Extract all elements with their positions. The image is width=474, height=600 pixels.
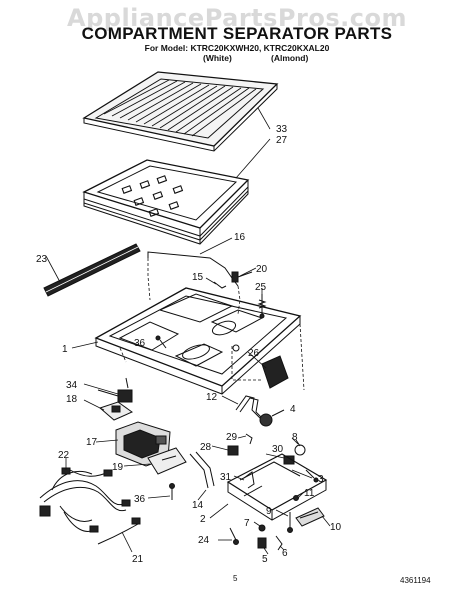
part-33-grille-cover	[82, 71, 279, 152]
part-19-cover-plate	[147, 447, 187, 475]
callout-36-upper: 36	[134, 338, 146, 349]
callout-9: 9	[266, 506, 272, 517]
callout-8: 8	[292, 432, 298, 443]
watermark: AppliancePartsPros.com	[67, 4, 407, 32]
part-10-light-shield	[295, 507, 325, 527]
part-29-clip	[245, 433, 253, 445]
callout-14: 14	[192, 500, 204, 511]
callout-6: 6	[282, 548, 288, 559]
part-12-bracket	[235, 395, 267, 423]
part-2-base-tray	[226, 453, 328, 521]
part-34-knob	[97, 377, 133, 403]
document-number: 4361194	[400, 576, 431, 585]
callout-20: 20	[256, 264, 268, 275]
page-title: COMPARTMENT SEPARATOR PARTS	[81, 24, 393, 43]
callout-12: 12	[206, 392, 218, 403]
callout-30: 30	[272, 444, 284, 455]
part-36-screw-lower	[169, 483, 175, 500]
callout-15: 15	[192, 272, 204, 283]
callout-11: 11	[304, 488, 315, 499]
callout-24: 24	[198, 535, 210, 546]
part-18-bracket	[99, 401, 134, 421]
part-14-bracket	[189, 451, 215, 489]
part-1-separator-pan	[94, 287, 302, 395]
part-15-clip	[213, 281, 227, 289]
callout-5: 5	[262, 554, 268, 565]
part-9-screw	[287, 512, 293, 533]
part-26-damper	[261, 355, 289, 389]
callout-28: 28	[200, 442, 212, 453]
part-6-terminal	[275, 535, 283, 551]
part-8-lamp	[294, 439, 306, 456]
part-27-separator-frame	[82, 159, 250, 245]
part-21-wire-lead	[97, 517, 141, 545]
callout-23: 23	[36, 254, 48, 265]
color-white-label: (White)	[203, 53, 232, 63]
part-22-wire-harness	[39, 467, 131, 533]
callout-10: 10	[330, 522, 342, 533]
part-23-gasket-strip	[43, 243, 141, 297]
callout-27: 27	[276, 135, 288, 146]
callout-36-lower: 36	[134, 494, 146, 505]
callout-22: 22	[58, 450, 70, 461]
callout-18: 18	[66, 394, 78, 405]
part-4-bulb	[259, 409, 285, 427]
callout-29: 29	[226, 432, 238, 443]
callout-21: 21	[132, 554, 144, 565]
callout-4: 4	[290, 404, 296, 415]
model-line: For Model: KTRC20KXWH20, KTRC20KXAL20	[144, 43, 330, 53]
callout-19: 19	[112, 462, 124, 473]
callout-1: 1	[62, 344, 68, 355]
callout-17: 17	[86, 437, 98, 448]
callout-31: 31	[220, 472, 232, 483]
part-28-socket	[227, 445, 239, 456]
part-5-connector	[257, 537, 267, 549]
color-almond-label: (Almond)	[271, 53, 309, 63]
callout-16: 16	[234, 232, 246, 243]
callout-33: 33	[276, 124, 288, 135]
part-24-screw	[229, 527, 239, 545]
part-36-screw-upper	[155, 335, 167, 349]
callout-2: 2	[200, 514, 206, 525]
callout-25: 25	[255, 282, 267, 293]
part-25-screw	[257, 294, 267, 319]
callout-3: 3	[318, 474, 324, 485]
part-31-cord-clip	[243, 471, 263, 497]
page-number: 5	[233, 574, 238, 583]
part-30-switch	[283, 455, 295, 465]
callout-34: 34	[66, 380, 78, 391]
callout-7: 7	[244, 518, 250, 529]
part-3-screw	[305, 469, 319, 483]
part-11-fastener	[293, 495, 299, 501]
part-20-thermostat-bulb	[231, 271, 253, 283]
callout-26: 26	[248, 348, 260, 359]
part-7-nut	[258, 524, 266, 532]
